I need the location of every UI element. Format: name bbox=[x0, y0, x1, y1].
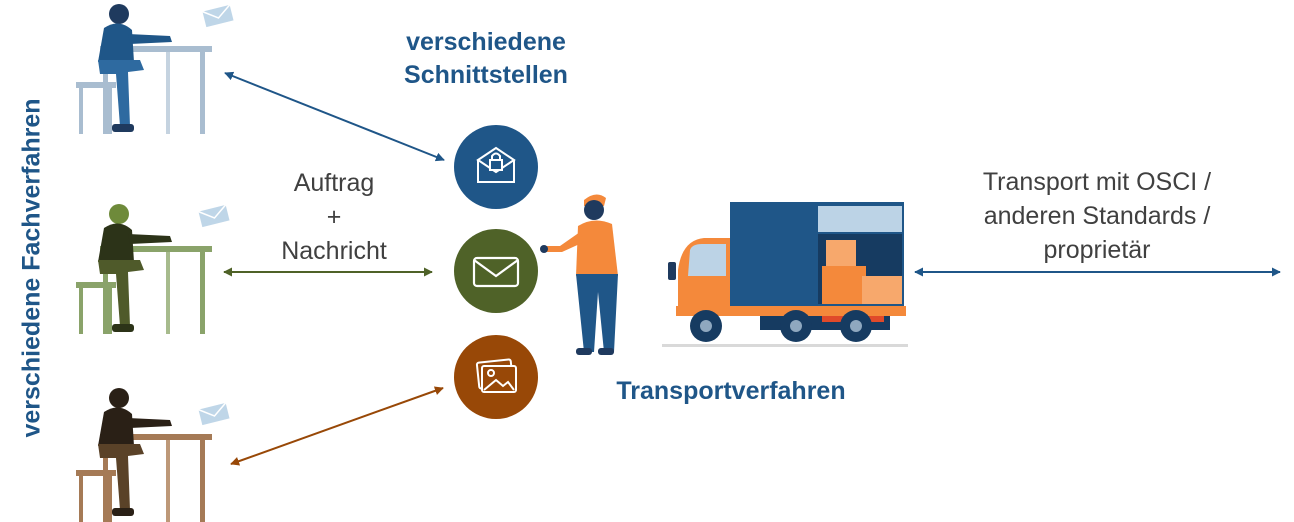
label-schnittstellen: verschiedene Schnittstellen bbox=[388, 26, 584, 92]
person-green-at-desk bbox=[76, 204, 230, 334]
label-osci-line3: proprietär bbox=[1043, 236, 1151, 264]
label-osci-line1: Transport mit OSCI / bbox=[982, 168, 1212, 196]
interface-circle-secure-mail bbox=[454, 125, 538, 209]
arrow-brown-interface bbox=[230, 386, 444, 466]
label-plus: + bbox=[326, 203, 342, 231]
person-blue-at-desk bbox=[76, 4, 234, 134]
label-osci: Transport mit OSCI / anderen Standards /… bbox=[944, 165, 1250, 267]
label-auftrag-nachricht: Auftrag + Nachricht bbox=[256, 166, 412, 268]
label-transportverfahren: Transportverfahren bbox=[616, 377, 846, 405]
envelope-icon bbox=[202, 4, 234, 28]
courier-person bbox=[540, 194, 618, 355]
envelope-icon bbox=[472, 256, 520, 288]
label-nachricht: Nachricht bbox=[281, 237, 387, 265]
label-schnittstellen-line1: verschiedene bbox=[406, 28, 566, 56]
label-auftrag: Auftrag bbox=[293, 169, 375, 197]
person-brown-at-desk bbox=[76, 388, 230, 522]
interface-circle-envelope bbox=[454, 229, 538, 313]
label-osci-line2: anderen Standards / bbox=[983, 202, 1211, 230]
image-icon bbox=[475, 358, 517, 393]
envelope-icon bbox=[198, 204, 230, 228]
interface-circle-image bbox=[454, 335, 538, 419]
envelope-icon bbox=[198, 402, 230, 426]
arrow-blue-interface bbox=[224, 71, 445, 162]
delivery-truck bbox=[662, 202, 908, 347]
secure-mail-icon bbox=[476, 146, 516, 183]
